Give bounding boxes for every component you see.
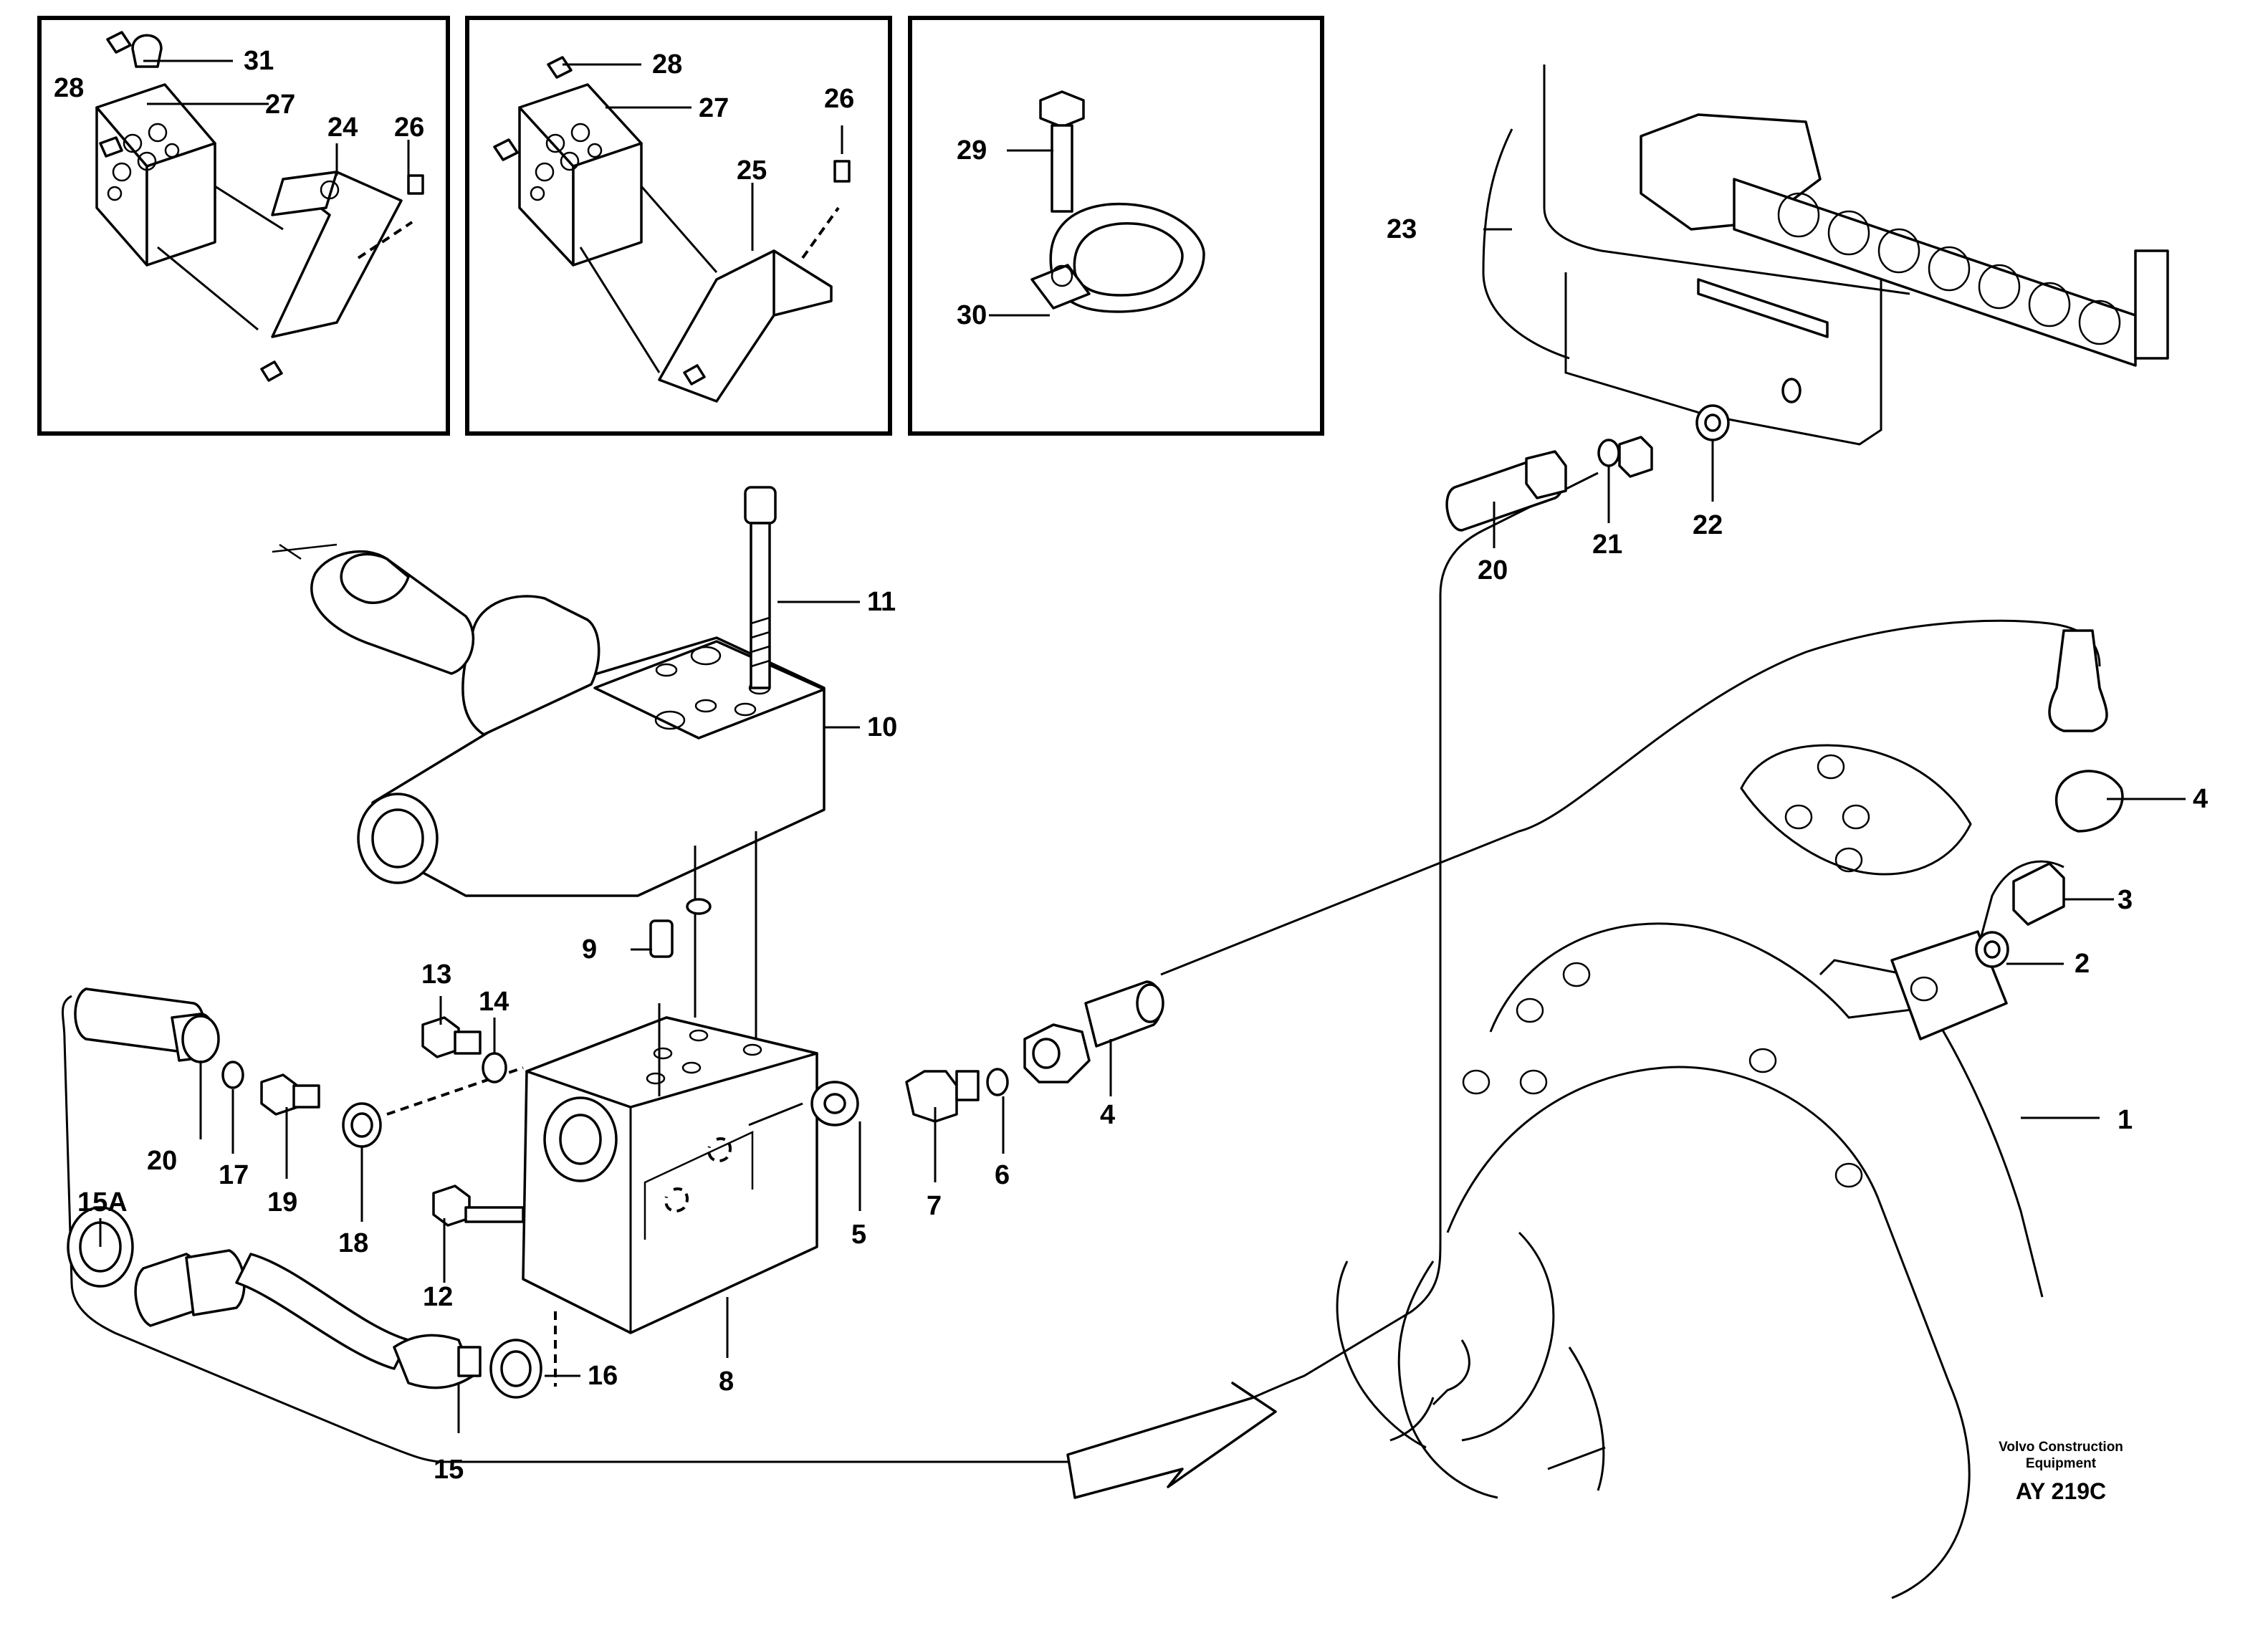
label-29: 29	[957, 135, 987, 166]
label-5: 5	[851, 1220, 866, 1250]
axle-housing-23	[1482, 64, 2169, 446]
label-2: 2	[2075, 949, 2090, 979]
brand-subtitle: Equipment	[2026, 1456, 2097, 1471]
drawing-code: AY 219C	[2016, 1478, 2106, 1504]
inset-frame-left	[37, 16, 450, 436]
label-28-middle: 28	[652, 49, 682, 80]
label-7: 7	[927, 1191, 942, 1221]
label-27-middle: 27	[699, 93, 729, 123]
label-15a: 15A	[77, 1187, 128, 1217]
inset-frame-middle	[465, 16, 892, 436]
label-11: 11	[867, 587, 896, 617]
solenoid-valve-10	[272, 543, 826, 897]
label-4-right: 4	[2193, 784, 2208, 814]
label-27-left: 27	[265, 90, 295, 120]
callout-labels: 1 2 3 4 4 5 6 7 8 9 10 11 12 13 14 15 15…	[54, 46, 2208, 1485]
brand-name: Volvo Construction	[1999, 1440, 2123, 1455]
label-21: 21	[1592, 530, 1622, 560]
label-9: 9	[582, 934, 597, 965]
inset-frame-right	[908, 16, 1324, 436]
alignment-line-5	[748, 1102, 803, 1126]
label-20-left: 20	[147, 1146, 177, 1176]
label-13: 13	[421, 960, 451, 990]
label-30: 30	[957, 300, 987, 330]
label-28-left: 28	[54, 73, 84, 103]
small-fittings	[421, 898, 1164, 1227]
label-20-top: 20	[1478, 555, 1508, 585]
label-10: 10	[867, 712, 897, 742]
label-18: 18	[338, 1228, 368, 1258]
fittings-20-21-22	[1445, 404, 1730, 532]
label-3: 3	[2118, 885, 2133, 915]
label-19: 19	[267, 1187, 297, 1217]
label-12: 12	[423, 1282, 453, 1312]
inset-bracket-24	[95, 31, 424, 382]
manifold-block-8	[522, 1016, 818, 1334]
label-15: 15	[434, 1455, 464, 1485]
label-26-left: 26	[394, 113, 424, 143]
leader-lines	[99, 59, 2186, 1433]
label-23: 23	[1387, 214, 1417, 244]
direction-arrow	[1066, 1382, 1277, 1499]
label-8: 8	[719, 1367, 734, 1397]
label-25: 25	[737, 155, 767, 186]
label-26-middle: 26	[824, 84, 854, 114]
label-22: 22	[1693, 510, 1723, 540]
label-1: 1	[2118, 1105, 2133, 1135]
label-17: 17	[219, 1160, 249, 1190]
label-6: 6	[995, 1160, 1010, 1190]
label-14: 14	[479, 987, 509, 1017]
label-16: 16	[588, 1361, 618, 1391]
label-31: 31	[244, 46, 274, 76]
left-hose-assembly	[62, 472, 1599, 1463]
inset-bracket-25	[493, 56, 851, 403]
wheel-housing-1	[1160, 619, 2124, 1599]
inset-clamp-29-30	[1030, 90, 1205, 313]
bolt-11	[744, 486, 777, 689]
label-24: 24	[327, 113, 358, 143]
drawing-credit: Volvo Construction Equipment AY 219C	[1999, 1440, 2123, 1504]
label-4-center: 4	[1100, 1100, 1115, 1130]
